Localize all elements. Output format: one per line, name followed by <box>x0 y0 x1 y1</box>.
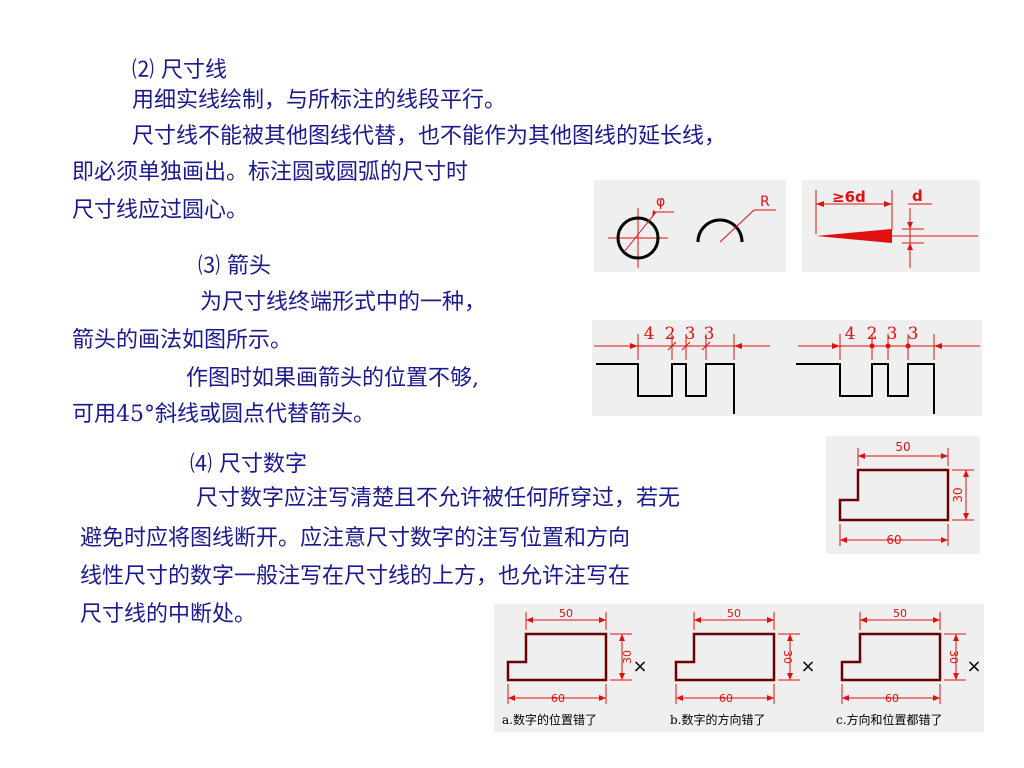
arrow-length-label: ≥6d <box>832 188 866 206</box>
figure-caption: a.数字的位置错了 <box>502 712 597 727</box>
figure-caption: c.方向和位置都错了 <box>836 712 943 727</box>
paragraph-line: 尺寸线不能被其他图线代替，也不能作为其他图线的延长线， <box>132 124 727 149</box>
paragraph-line: 尺寸数字应注写清楚且不允许被任何所穿过，若无 <box>196 486 681 511</box>
wrong-example-1: 50 60 30× a.数字的位置错了 <box>502 607 648 727</box>
width-60-label: 60 <box>719 692 733 705</box>
width-50-label: 50 <box>559 607 573 620</box>
wrong-mark-icon: × <box>966 656 981 677</box>
wrong-example-2: 50 60 30 × b.数字的方向错了 <box>670 607 816 727</box>
section-3-title: ⑶ 箭头 <box>198 254 271 279</box>
part-outline <box>506 632 608 682</box>
dim-number-3: 3 <box>908 324 919 344</box>
diameter-symbol: φ <box>656 194 665 210</box>
circle-arc-dimension-figure: φ R <box>594 180 786 272</box>
dim-number-4: 4 <box>845 324 856 344</box>
wrong-mark-icon: × <box>800 656 815 677</box>
dim-number-3: 3 <box>887 324 898 344</box>
paragraph-line: 即必须单独画出。标注圆或圆弧的尺寸时 <box>72 160 469 185</box>
width-60-label: 60 <box>886 533 901 547</box>
height-30-label: 30 <box>951 487 965 502</box>
paragraph-line: 尺寸线应过圆心。 <box>72 198 249 223</box>
width-60-label: 60 <box>551 692 565 705</box>
section-2-title: ⑵ 尺寸线 <box>132 58 227 83</box>
arrow-width-label: d <box>912 187 923 205</box>
figure-caption: b.数字的方向错了 <box>670 712 766 727</box>
paragraph-line: 箭头的画法如图所示。 <box>72 328 293 353</box>
height-30-label: 30 <box>621 650 634 664</box>
width-50-label: 50 <box>727 607 741 620</box>
paragraph-line: 避免时应将图线断开。应注意尺寸数字的注写位置和方向 <box>80 526 631 551</box>
wrong-example-3: 50 60 30 × c.方向和位置都错了 <box>836 607 982 727</box>
dim-number-4: 4 <box>644 324 655 344</box>
step-part-figure: 50 60 30 <box>826 436 980 554</box>
dim-number-3: 3 <box>704 324 715 344</box>
radius-symbol: R <box>760 194 770 210</box>
part-outline <box>674 632 776 682</box>
wrong-mark-icon: × <box>632 656 647 677</box>
dim-number-3: 3 <box>685 324 696 344</box>
dim-number-2: 2 <box>867 324 878 344</box>
paragraph-line: 线性尺寸的数字一般注写在尺寸线的上方，也允许注写在 <box>80 564 631 589</box>
paragraph-line: 尺寸线的中断处。 <box>80 602 257 627</box>
section-4-title: ⑷ 尺寸数字 <box>190 452 307 477</box>
paragraph-line: 作图时如果画箭头的位置不够, <box>186 366 479 391</box>
width-60-label: 60 <box>885 692 899 705</box>
paragraph-line: 可用45°斜线或圆点代替箭头。 <box>72 402 375 427</box>
width-50-label: 50 <box>893 607 907 620</box>
paragraph-line: 用细实线绘制，与所标注的线段平行。 <box>132 88 507 113</box>
dim-number-2: 2 <box>665 324 676 344</box>
part-outline <box>840 632 942 682</box>
height-30-label: 30 <box>781 650 794 664</box>
width-50-label: 50 <box>895 440 910 454</box>
height-30-label: 30 <box>947 650 960 664</box>
arrow-proportion-figure: ≥6d d <box>802 180 980 272</box>
paragraph-line: 为尺寸线终端形式中的一种， <box>200 290 487 315</box>
